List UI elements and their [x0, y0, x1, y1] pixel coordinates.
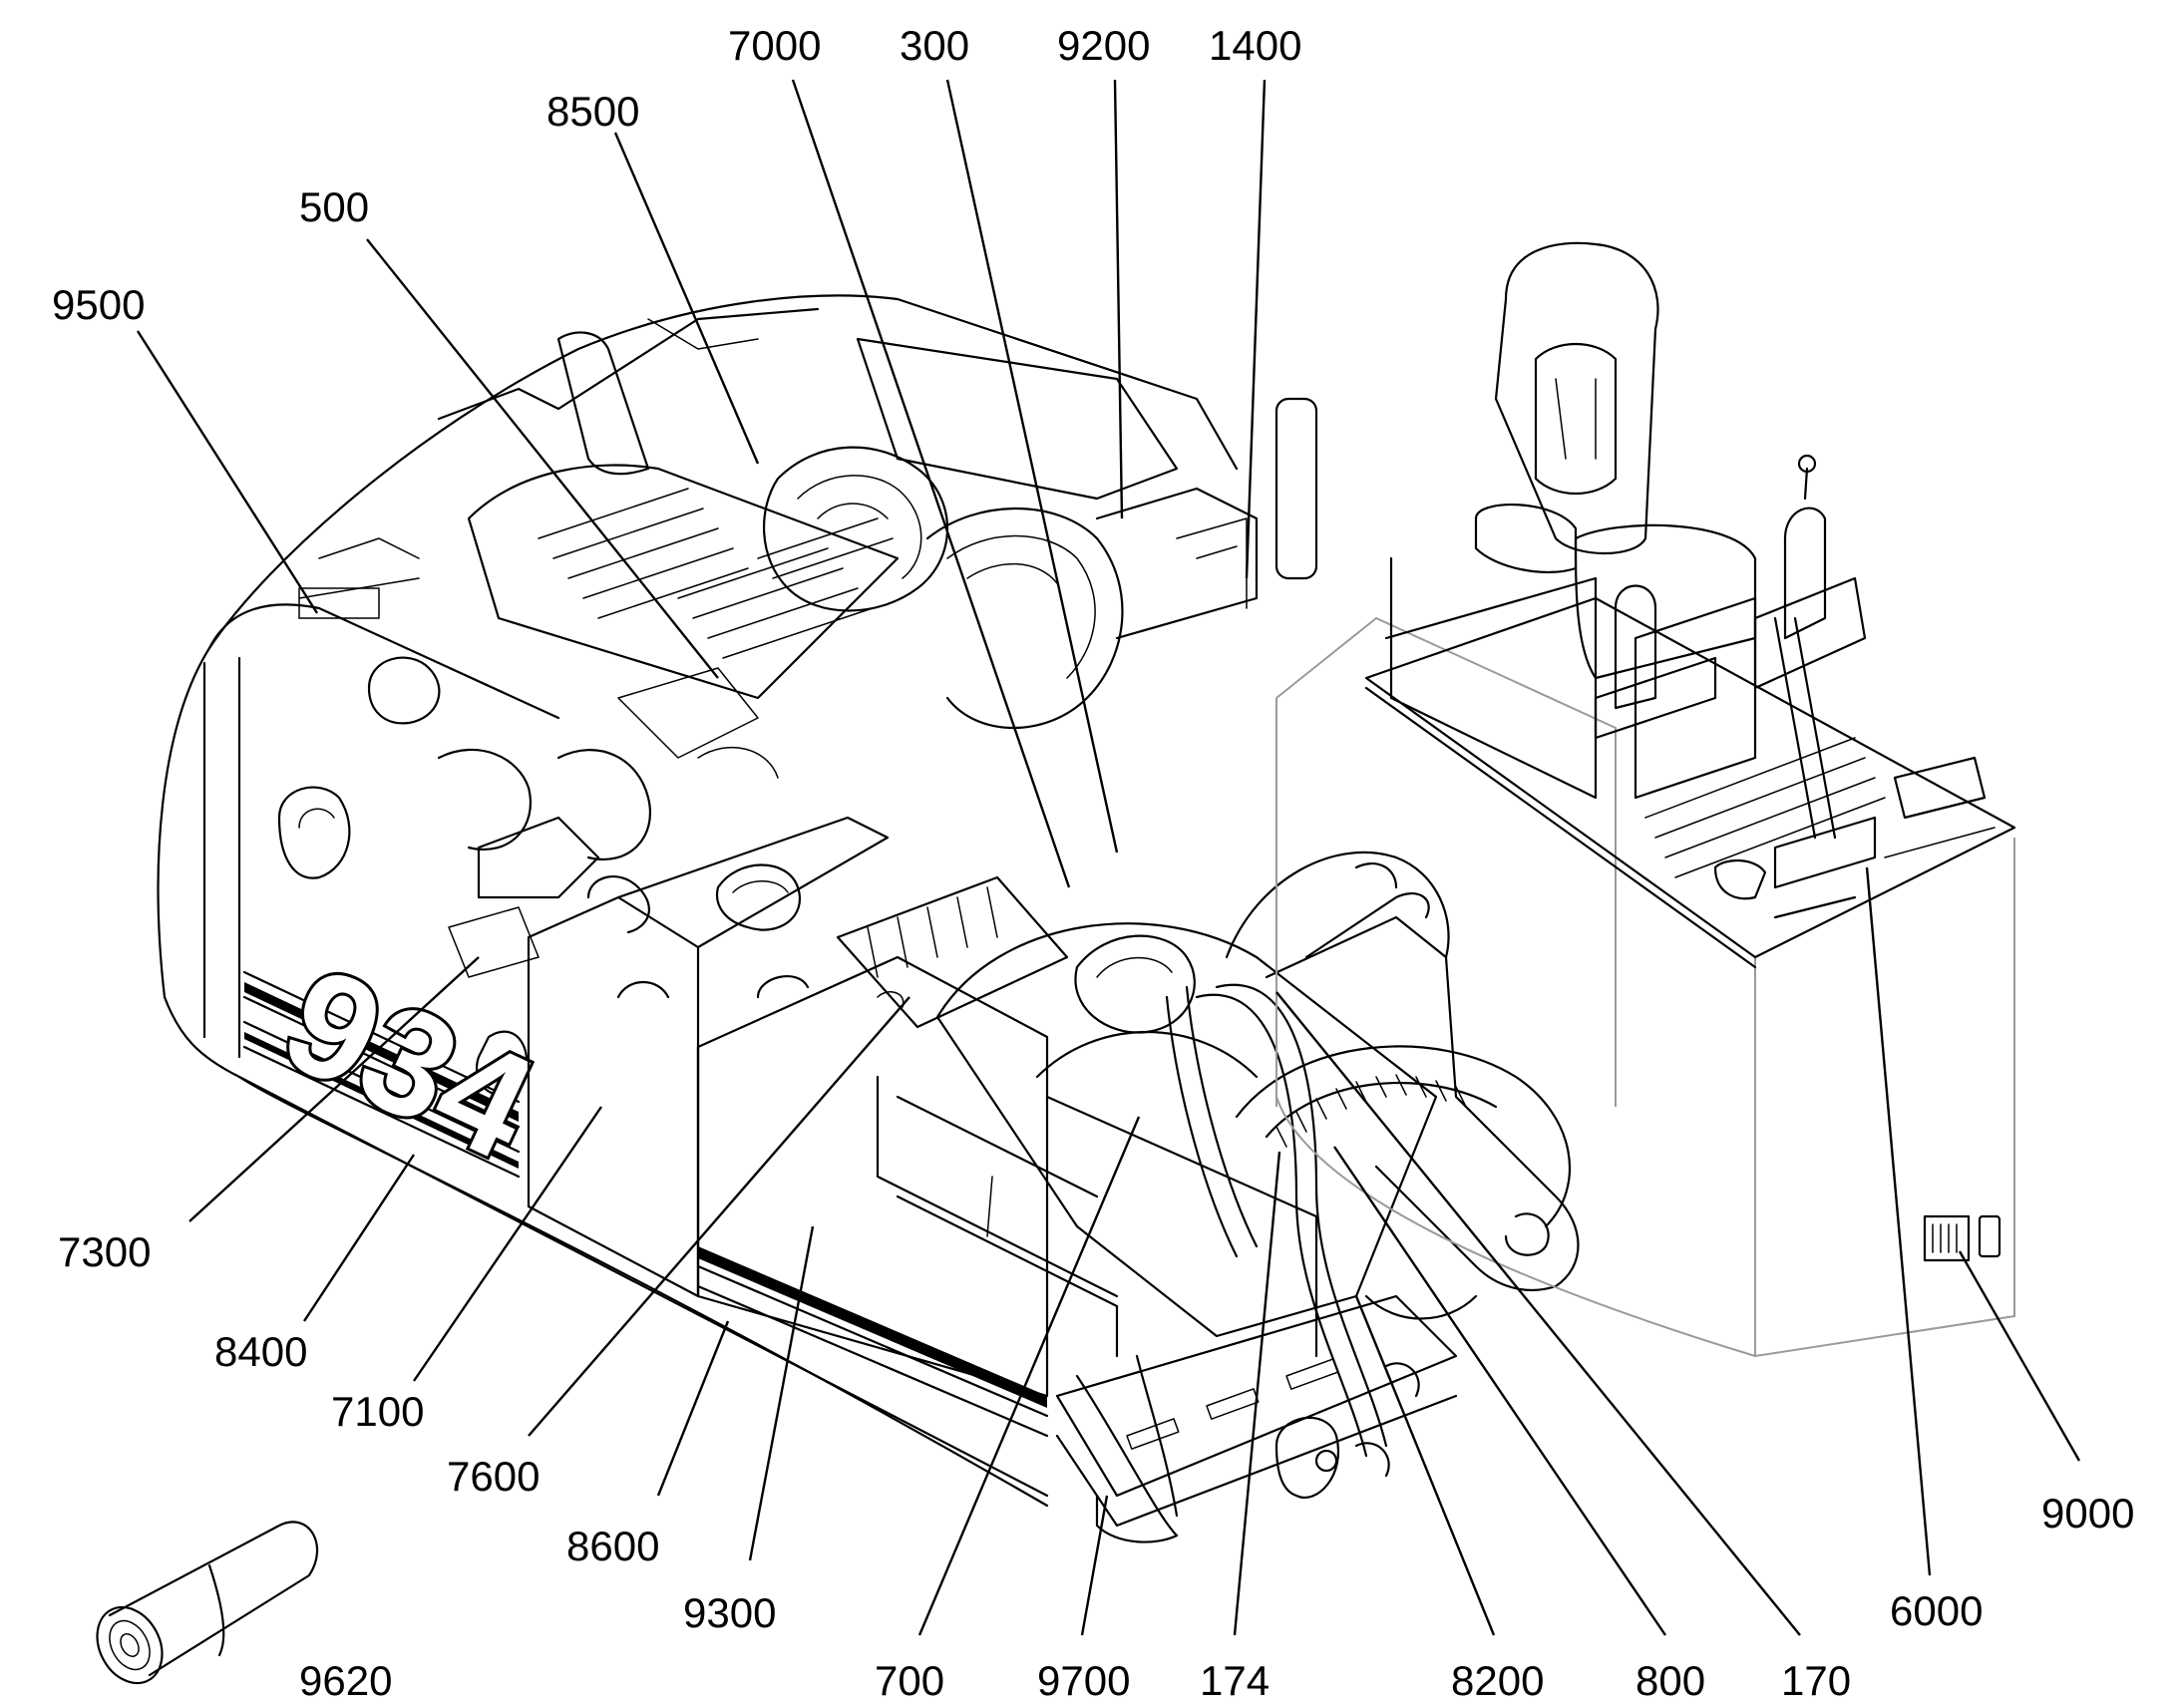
leader-9000 [1958, 1250, 2081, 1462]
callout-7300: 7300 [58, 1228, 151, 1275]
leader-8500 [613, 132, 760, 465]
boom-mount [1225, 851, 1580, 1291]
hydraulic-tank [527, 816, 890, 1298]
leader-500 [366, 238, 719, 679]
leader-7100 [413, 1106, 602, 1382]
counterweight-hood [157, 294, 1239, 1508]
side-decal: 934 [242, 931, 560, 1195]
engine-compartment [467, 331, 1318, 730]
callout-labels: 9500 500 8500 7000 300 9200 1400 7300 84… [52, 22, 2134, 1704]
swing-frame [876, 922, 1438, 1358]
callout-1400: 1400 [1209, 22, 1301, 69]
leader-6000 [1865, 866, 1932, 1576]
leader-800 [1333, 1146, 1666, 1636]
cab-base-plate [1923, 1214, 2001, 1262]
callout-8200: 8200 [1451, 1657, 1544, 1704]
joystick-left [1594, 584, 1717, 740]
callout-9620: 9620 [299, 1657, 392, 1704]
leader-7000 [791, 79, 1071, 888]
leader-300 [945, 79, 1119, 854]
fuel-tank [696, 955, 1318, 1438]
leader-174 [1233, 1151, 1281, 1636]
operator-seat [1474, 241, 1757, 800]
callout-6000: 6000 [1890, 1587, 1983, 1634]
leader-8200 [1354, 1295, 1496, 1636]
leader-7600 [528, 996, 910, 1437]
leader-9200 [1113, 79, 1124, 519]
cab-base [1275, 556, 2016, 1358]
leader-8400 [302, 1154, 416, 1322]
callout-800: 800 [1635, 1657, 1705, 1704]
leader-7300 [188, 956, 480, 1222]
callout-9500: 9500 [52, 281, 145, 328]
callout-9000: 9000 [2041, 1490, 2134, 1537]
hydraulic-hoses [1075, 983, 1420, 1537]
callout-9200: 9200 [1057, 22, 1150, 69]
control-levers [1644, 616, 1996, 919]
leader-lines [136, 79, 2081, 1636]
machine-upper-structure-illustration: 934 [96, 241, 2016, 1685]
callout-9300: 9300 [683, 1589, 776, 1636]
callout-500: 500 [299, 183, 369, 230]
leader-700 [917, 1116, 1141, 1636]
chassis-frame [1055, 1294, 1458, 1543]
callout-300: 300 [900, 22, 969, 69]
callout-8600: 8600 [566, 1523, 659, 1569]
engine-grille [538, 488, 894, 659]
leader-9500 [136, 330, 319, 614]
leader-170 [1275, 991, 1801, 1636]
leader-1400 [1245, 79, 1267, 579]
pump-filter-area [277, 656, 779, 1097]
callout-8400: 8400 [214, 1328, 307, 1375]
control-valve-block [836, 875, 1069, 1029]
callout-9700: 9700 [1037, 1657, 1130, 1704]
callout-7600: 7600 [447, 1453, 540, 1500]
leader-8600 [656, 1320, 730, 1497]
callout-7100: 7100 [331, 1388, 424, 1435]
accessory-roll [96, 1521, 319, 1685]
callout-700: 700 [875, 1657, 944, 1704]
callout-8500: 8500 [546, 88, 639, 135]
callout-7000: 7000 [728, 22, 821, 69]
callout-170: 170 [1781, 1657, 1851, 1704]
joystick-right [1753, 454, 1867, 690]
leader-9300 [748, 1225, 815, 1561]
leader-9700 [1080, 1495, 1109, 1636]
callout-174: 174 [1200, 1657, 1270, 1704]
model-decal-text: 934 [260, 934, 557, 1192]
